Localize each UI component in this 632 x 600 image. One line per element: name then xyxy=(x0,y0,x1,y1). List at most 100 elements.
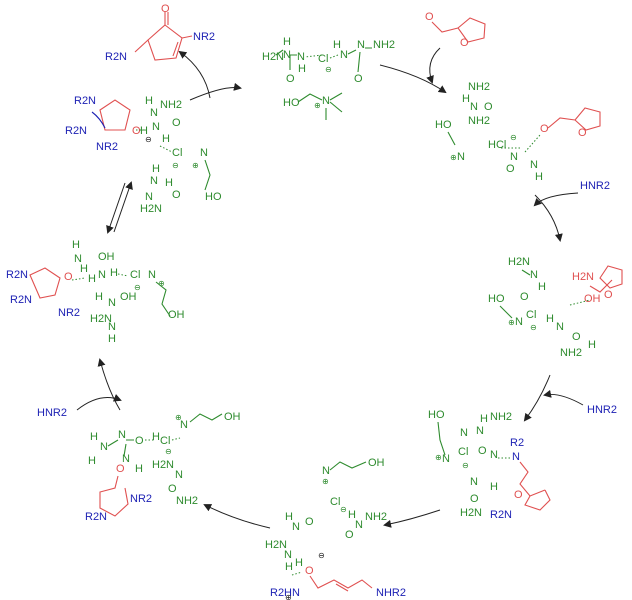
svg-text:OH: OH xyxy=(168,309,185,321)
svg-text:NR2: NR2 xyxy=(58,307,80,319)
svg-text:H: H xyxy=(108,333,116,345)
svg-text:O: O xyxy=(514,489,523,501)
svg-text:⊕: ⊕ xyxy=(192,161,199,170)
svg-text:⊖: ⊖ xyxy=(145,135,152,144)
product-r2n-label: R2N xyxy=(105,51,127,63)
svg-text:H: H xyxy=(145,95,153,107)
svg-text:N: N xyxy=(556,321,564,333)
svg-text:O: O xyxy=(484,101,493,113)
svg-text:O: O xyxy=(135,435,144,447)
arrow-bottom-right xyxy=(383,509,441,528)
svg-text:NH2: NH2 xyxy=(560,347,582,359)
svg-text:H: H xyxy=(110,267,118,279)
intermediate-ring-opened: N ⊕ OH Cl ⊖ H N NH2 O H N O H2N N H H O … xyxy=(265,457,406,600)
svg-text:H: H xyxy=(135,463,143,475)
svg-text:N: N xyxy=(152,121,160,133)
svg-text:O: O xyxy=(354,73,363,85)
svg-text:H: H xyxy=(538,281,546,293)
svg-text:N: N xyxy=(457,151,465,163)
chloride-anion-bottom: Cl xyxy=(330,496,340,508)
svg-text:HO: HO xyxy=(283,97,300,109)
intermediate-enol-left: R2N R2N NR2 O H N H H OH H N Cl ⊖ N ⊕ OH… xyxy=(6,239,185,345)
svg-text:N: N xyxy=(283,49,291,61)
svg-text:H: H xyxy=(546,313,554,325)
svg-text:⊕: ⊕ xyxy=(508,318,515,327)
svg-text:O: O xyxy=(172,117,181,129)
svg-text:H2N: H2N xyxy=(140,203,162,215)
arrow-product-release xyxy=(178,50,211,99)
svg-text:N: N xyxy=(108,321,116,333)
chloride-anion-bottom-right: Cl xyxy=(458,446,468,458)
svg-text:N: N xyxy=(150,107,158,119)
arrow-amine-in-3 xyxy=(76,394,122,411)
svg-text:N: N xyxy=(118,429,126,441)
svg-text:H2N: H2N xyxy=(460,507,482,519)
svg-text:O: O xyxy=(116,463,125,475)
svg-text:O: O xyxy=(172,189,181,201)
svg-text:N: N xyxy=(98,269,106,281)
chloride-anion-top: Cl xyxy=(318,53,328,65)
svg-text:⊖: ⊖ xyxy=(134,283,141,292)
svg-text:O: O xyxy=(578,127,587,139)
svg-text:OH: OH xyxy=(584,293,601,305)
svg-text:HO: HO xyxy=(205,191,222,203)
svg-text:N: N xyxy=(122,453,130,465)
svg-text:NH2: NH2 xyxy=(365,511,387,523)
chloride-anion-right: Cl xyxy=(526,309,536,321)
svg-text:⊕: ⊕ xyxy=(158,279,165,288)
arrow-right-lower xyxy=(523,374,551,422)
svg-text:H: H xyxy=(95,291,103,303)
svg-text:H: H xyxy=(72,239,80,251)
catalyst-des-top: H2N H N N H O Cl ⊖ H N N NH2 O HO ⊕ N xyxy=(262,36,395,120)
cycle-arrows xyxy=(76,47,584,529)
intermediate-iminium-furan: HO ⊕ N N H N NH2 Cl ⊖ O N N H O H2N R2 N… xyxy=(428,409,551,521)
svg-text:N: N xyxy=(460,427,468,439)
svg-text:H: H xyxy=(90,431,98,443)
svg-text:NR2: NR2 xyxy=(130,493,152,505)
intermediate-cyclopentene-bottom-left: H N H N O N H H Cl ⊖ N ⊕ OH H2N N O NH2 … xyxy=(85,411,241,523)
svg-text:NH2: NH2 xyxy=(468,81,490,93)
svg-text:H: H xyxy=(152,431,160,443)
svg-text:O: O xyxy=(540,123,549,135)
svg-text:H2N: H2N xyxy=(90,313,112,325)
svg-text:O: O xyxy=(470,493,479,505)
svg-text:N: N xyxy=(100,441,108,453)
chloride-anion-left: Cl xyxy=(130,269,140,281)
svg-text:N: N xyxy=(357,39,365,51)
ammonium-nitrogen-top: N xyxy=(322,95,330,107)
svg-text:N: N xyxy=(108,297,116,309)
svg-text:O: O xyxy=(572,331,581,343)
furan-ring-hemiaminal xyxy=(599,265,623,289)
svg-text:N: N xyxy=(476,425,484,437)
svg-text:⊖: ⊖ xyxy=(165,447,172,456)
arrow-furfural-in xyxy=(426,47,441,84)
arrow-top-left-to-top xyxy=(189,82,242,101)
svg-text:N: N xyxy=(145,191,153,203)
svg-text:N: N xyxy=(284,549,292,561)
svg-text:H: H xyxy=(588,339,596,351)
amine-reagent-label-1: HNR2 xyxy=(580,180,610,192)
svg-text:NR2: NR2 xyxy=(96,141,118,153)
svg-text:HO: HO xyxy=(435,119,452,131)
product-cyclopentenone: O NR2 R2N xyxy=(105,3,215,63)
cyclopentenone-ring xyxy=(147,24,183,61)
svg-text:NH2: NH2 xyxy=(373,39,395,51)
svg-text:H2N: H2N xyxy=(265,539,287,551)
arrow-top-to-top-right xyxy=(379,64,447,94)
svg-text:N: N xyxy=(322,465,330,477)
svg-text:H: H xyxy=(333,39,341,51)
svg-text:OH: OH xyxy=(368,457,385,469)
svg-text:O: O xyxy=(604,289,613,301)
svg-text:O: O xyxy=(520,291,529,303)
svg-text:NHR2: NHR2 xyxy=(376,587,406,599)
svg-text:N: N xyxy=(150,175,158,187)
svg-text:H: H xyxy=(88,455,96,467)
svg-text:H: H xyxy=(285,511,293,523)
svg-text:⊖: ⊖ xyxy=(462,461,469,470)
product-nr2-label: NR2 xyxy=(193,31,215,43)
svg-text:H: H xyxy=(480,413,488,425)
svg-text:H: H xyxy=(140,125,148,137)
svg-text:HO: HO xyxy=(428,409,445,421)
